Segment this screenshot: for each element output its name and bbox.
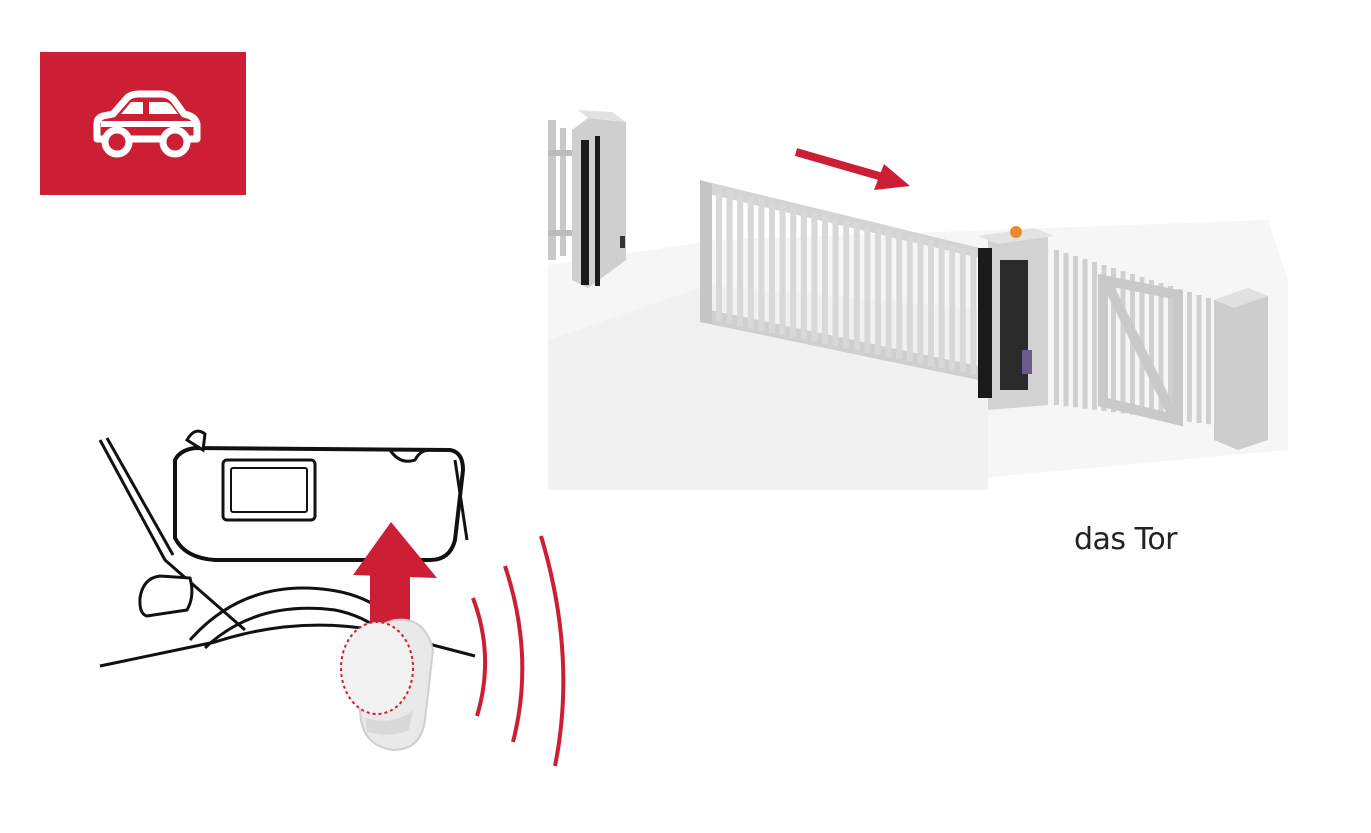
gate-bar <box>917 237 924 364</box>
arrow-right-icon <box>794 148 910 190</box>
signal-waves-icon <box>471 535 566 767</box>
gate-bar <box>928 240 934 366</box>
car-icon <box>93 90 201 157</box>
gate-bar <box>949 245 956 371</box>
fence-picket <box>1120 271 1126 414</box>
gate-bar <box>747 195 754 329</box>
left-post <box>548 110 626 288</box>
gate-bar <box>790 206 797 338</box>
fence-picket <box>1149 280 1154 417</box>
gate-bar <box>800 208 807 340</box>
car-interior-illustration <box>98 429 566 767</box>
gate-bar <box>885 229 892 358</box>
fence-picket <box>1063 253 1069 407</box>
gate-bar <box>811 211 818 342</box>
gate-bar <box>959 247 966 373</box>
gate-bar <box>716 188 722 322</box>
gate-bar <box>970 250 977 375</box>
gate-bar <box>906 234 913 362</box>
gate-bar <box>853 221 860 351</box>
gate-bar <box>822 214 828 344</box>
gate-bar <box>779 203 786 336</box>
gate-bar <box>726 190 733 325</box>
fence-picket <box>1196 295 1202 423</box>
gate-bar <box>875 227 881 355</box>
gate-bar <box>938 242 945 369</box>
fence-picket <box>1092 262 1097 410</box>
fence-picket <box>1187 292 1192 422</box>
gate-bar <box>896 232 903 360</box>
fence-picket <box>1054 250 1059 405</box>
gate-bar <box>864 224 871 353</box>
gate-bar <box>832 216 839 347</box>
fence-picket <box>1082 259 1088 409</box>
fence-picket <box>1111 268 1116 413</box>
gate-bar <box>769 201 775 333</box>
fence-picket <box>1073 256 1078 408</box>
gate-bars <box>716 188 987 377</box>
remote-control-illustration <box>340 618 435 752</box>
fence-picket <box>1158 283 1164 419</box>
car-badge <box>40 52 246 195</box>
gate-motor <box>978 226 1054 410</box>
fence-picket <box>1168 286 1173 420</box>
sun-visor <box>173 429 469 562</box>
fence-picket <box>1206 298 1211 425</box>
gate-bar <box>843 219 850 349</box>
right-post <box>1214 288 1268 450</box>
gate-caption: das Tor <box>1074 522 1178 557</box>
sliding-gate-illustration <box>548 110 1288 490</box>
gate-bar <box>758 198 765 331</box>
gate-bar <box>737 193 744 327</box>
